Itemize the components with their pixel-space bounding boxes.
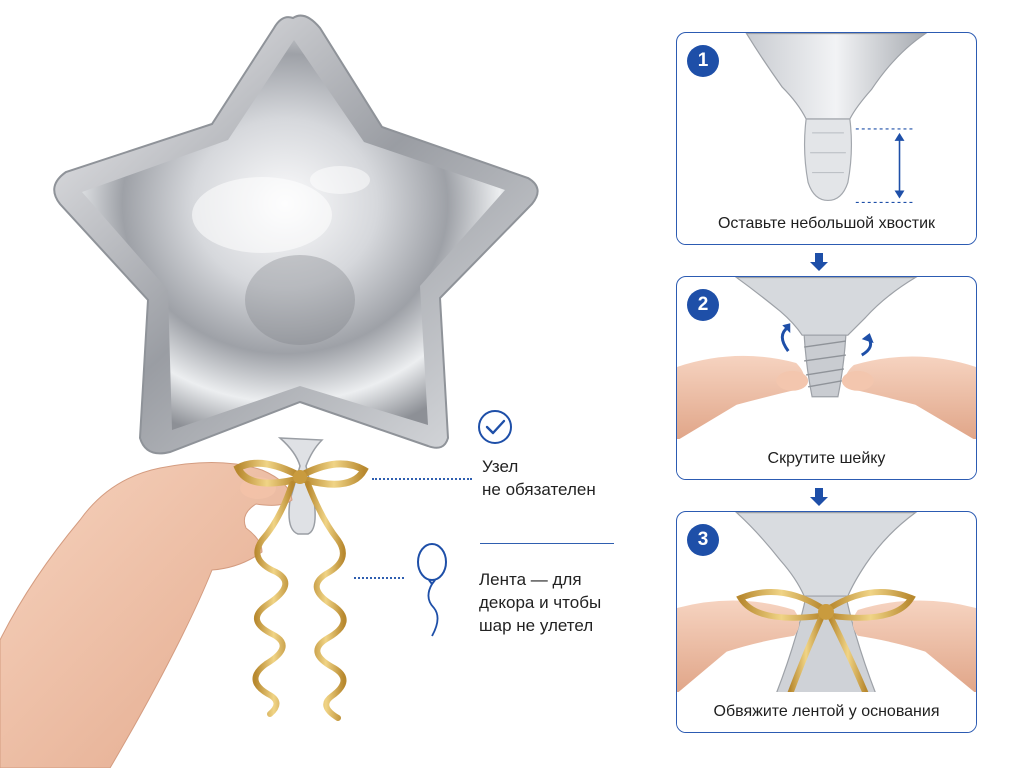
callout-divider [480,543,614,544]
step-1-card: 1 Оставьте небольшой хвостик [676,32,977,245]
length-indicator [855,128,916,204]
knot-line-2: не обязателен [482,480,596,499]
ribbon-connector-line [354,577,404,579]
twist-left-arrow-icon [780,325,790,352]
ribbon-line-2: декора и чтобы [479,593,602,612]
ribbon-callout-text: Лента — для декора и чтобы шар не улетел [479,568,629,637]
step-2-label: Скрутите шейку [677,439,976,479]
arrow-down-icon [810,253,828,271]
balloon-icon [417,543,447,637]
knot-connector-line [372,478,472,480]
step-3-label: Обвяжите лентой у основания [677,692,976,732]
step-3-ribbon-bow [736,589,916,694]
knot-line-1: Узел [482,457,519,476]
knot-callout-text: Узел не обязателен [482,455,632,501]
step-2-number: 2 [687,289,719,321]
hand [0,461,293,768]
step-3-card: 3 Обвяжите лентой у основания [676,511,977,733]
step-2-photo [677,277,976,441]
step-1-number: 1 [687,45,719,77]
curly-ribbons [252,481,347,721]
ribbon-bow [233,459,369,488]
step-1-label: Оставьте небольшой хвостик [677,204,976,244]
ribbon-line-3: шар не улетел [479,616,594,635]
balloon-neck [277,437,324,535]
step-3-photo [677,512,976,694]
ribbon-line-1: Лента — для [479,570,582,589]
step-2-card: 2 Скрутите шейку [676,276,977,480]
arrow-down-icon [810,488,828,506]
hero-balloon-illustration [0,14,539,768]
step-1-photo [745,33,928,204]
foil-highlight [192,177,332,253]
check-circle-icon [478,410,512,444]
step-3-number: 3 [687,524,719,556]
